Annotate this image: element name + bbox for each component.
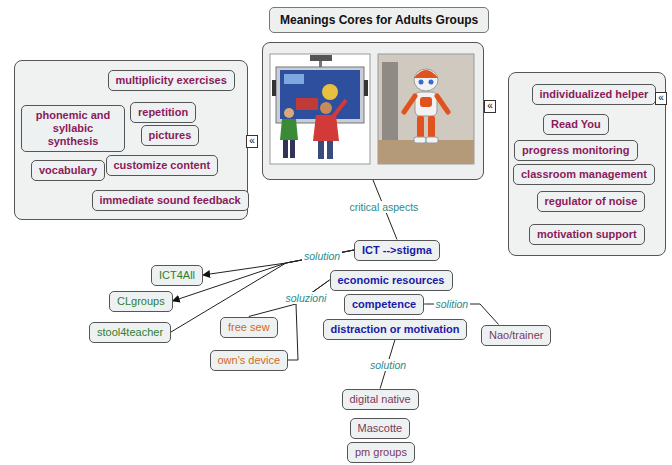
concept-box: vocabulary <box>31 160 105 181</box>
concept-box: motivation support <box>529 224 645 245</box>
concept-box: distraction or motivation <box>323 319 468 340</box>
group-panel: individualized helperRead You progress mo… <box>508 72 666 256</box>
concept-box: economic resources <box>330 270 453 291</box>
concept-box: progress monitoring <box>514 140 638 161</box>
node-text: repetition <box>138 106 188 119</box>
concept-box: phonemic and syllabic synthesis <box>21 105 125 152</box>
group-panel <box>262 42 484 180</box>
node-text: free sew <box>228 321 270 334</box>
edge-label: solution <box>368 359 408 371</box>
concept-box: pictures <box>141 125 200 146</box>
edge-label: soluzioni <box>284 292 329 304</box>
concept-box: pm groups <box>347 442 415 463</box>
concept-box: competence <box>344 294 424 315</box>
node-text: Read You <box>551 118 601 131</box>
concept-box: Mascotte <box>350 418 411 439</box>
node-text: progress monitoring <box>522 144 630 157</box>
concept-box: individualized helper <box>532 84 657 105</box>
concept-box: stool4teacher <box>89 322 171 343</box>
whiteboard-photo <box>270 54 370 164</box>
concept-box: Read You <box>543 114 609 135</box>
node-text: pictures <box>149 129 192 142</box>
collapse-symbol: « <box>655 92 667 105</box>
concept-box: regulator of noise <box>537 191 646 212</box>
node-text: regulator of noise <box>545 195 638 208</box>
node-text: own's device <box>218 354 281 367</box>
collapse-symbol: « <box>484 100 496 113</box>
node-text: ICT -->stigma <box>362 244 432 257</box>
concept-box: multiplicity exercises <box>108 70 235 91</box>
node-text: Mascotte <box>358 422 403 435</box>
concept-box: free sew <box>220 317 278 338</box>
node-text: competence <box>352 298 416 311</box>
concept-box: repetition <box>130 102 196 123</box>
node-text: motivation support <box>537 228 637 241</box>
node-text: Nao/trainer <box>489 329 543 342</box>
node-text: multiplicity exercises <box>116 74 227 87</box>
node-text: stool4teacher <box>97 326 163 339</box>
concept-box: own's device <box>210 350 289 371</box>
edge-label: solution <box>302 250 342 262</box>
concept-box: digital native <box>342 389 419 410</box>
panel-ground <box>262 42 484 180</box>
node-text: customize content <box>114 159 211 172</box>
collapse-symbol: « <box>246 135 258 148</box>
concept-box: Nao/trainer <box>481 325 551 346</box>
concept-box: ICT4All <box>151 265 203 286</box>
node-text: classroom management <box>521 168 647 181</box>
node-text: pm groups <box>355 446 407 459</box>
node-text: phonemic and syllabic synthesis <box>29 109 117 148</box>
edge-label: critical aspects <box>348 201 421 213</box>
title-box: Meanings Cores for Adults Groups <box>269 7 489 33</box>
node-text: digital native <box>350 393 411 406</box>
node-text: individualized helper <box>540 88 649 101</box>
connector <box>249 280 330 317</box>
concept-box: immediate sound feedback <box>92 190 249 211</box>
node-text: CLgroups <box>117 295 165 308</box>
concept-box: classroom management <box>513 164 655 185</box>
edge-label: solition <box>434 298 471 310</box>
node-text: ICT4All <box>159 269 195 282</box>
concept-box: customize content <box>106 155 219 176</box>
node-text: immediate sound feedback <box>100 194 241 207</box>
node-text: distraction or motivation <box>331 323 460 336</box>
robot-photo <box>378 54 474 164</box>
group-panel: multiplicity exercises repetition phonemic… <box>14 60 248 220</box>
concept-box: ICT -->stigma <box>354 240 440 261</box>
concept-box: CLgroups <box>109 291 173 312</box>
node-text: economic resources <box>338 274 445 287</box>
node-text: vocabulary <box>39 164 97 177</box>
